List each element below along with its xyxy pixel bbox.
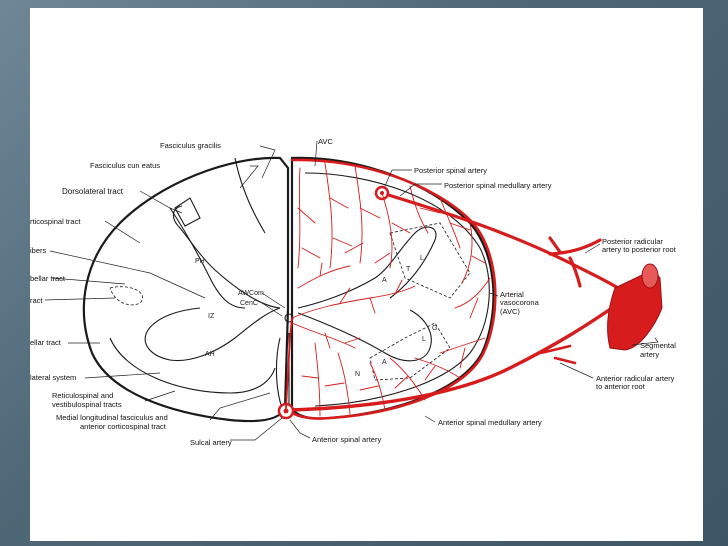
label-n-lower: N xyxy=(355,371,360,378)
posterior-spinal-medullary-artery xyxy=(382,193,618,288)
label-lateral-system: lateral system xyxy=(30,373,76,382)
anterior-fissure-left xyxy=(276,338,282,408)
label-segmental-1: Segmental xyxy=(640,341,676,350)
tract-dash-right-upper xyxy=(390,223,470,298)
label-cerebellar-tract-2: ellar tract xyxy=(30,338,62,347)
label-a-lower: A xyxy=(382,359,387,366)
label-avc-top: AVC xyxy=(318,137,333,146)
label-awcom: AWCom xyxy=(238,290,264,297)
gray-matter-right xyxy=(298,227,436,361)
label-medial-longitudinal: Medial longitudinal fasciculus and xyxy=(56,413,168,422)
label-fasciculus-cuneatus: Fasciculus cun eatus xyxy=(90,161,160,170)
label-anterior-spinal-medullary-artery: Anterior spinal medullary artery xyxy=(438,418,542,427)
label-fibers: ibers xyxy=(30,246,47,255)
label-iz: IZ xyxy=(208,313,215,320)
label-arterial-2: vasocorona xyxy=(500,298,540,307)
vasocorona-ring xyxy=(288,160,495,419)
tract-dash-left xyxy=(110,287,143,305)
label-corticospinal-tract: rticospinal tract xyxy=(30,217,81,226)
label-posterior-radicular-2: artery to posterior root xyxy=(602,245,677,254)
label-arterial-3: (AVC) xyxy=(500,307,520,316)
diagram-labels: Fasciculus gracilis Fasciculus cun eatus… xyxy=(30,137,677,447)
label-ph: PH xyxy=(195,258,205,265)
label-l-upper: L xyxy=(420,255,424,262)
label-tract: ract xyxy=(30,296,43,305)
label-a-upper: A xyxy=(382,277,387,284)
segmental-artery-opening xyxy=(642,264,658,288)
fasciculus-boundary xyxy=(235,158,265,233)
label-ah: AH xyxy=(205,351,215,358)
label-vestibulospinal: vestibulospinal tracts xyxy=(52,400,122,409)
label-sulcal-artery: Sulcal artery xyxy=(190,438,232,447)
label-cerebellar-tract-1: bellar tract xyxy=(30,274,66,283)
spinal-cord-diagram: Fasciculus gracilis Fasciculus cun eatus… xyxy=(30,8,703,541)
label-anterior-corticospinal: anterior corticospinal tract xyxy=(80,422,167,431)
dorsal-horn-left xyxy=(170,208,245,308)
slide-canvas: Fasciculus gracilis Fasciculus cun eatus… xyxy=(30,8,703,541)
label-g-lower: G xyxy=(432,325,437,332)
anterior-spinal-medullary-artery xyxy=(288,306,615,410)
posterior-radicular-artery xyxy=(550,238,600,286)
label-reticulospinal: Reticulospinal and xyxy=(52,391,113,400)
label-dorsolateral-tract: Dorsolateral tract xyxy=(62,187,124,196)
label-l-lower: L xyxy=(422,336,426,343)
label-t-upper: T xyxy=(406,266,411,273)
label-cenc: CenC xyxy=(240,300,258,307)
label-posterior-spinal-artery: Posterior spinal artery xyxy=(414,166,487,175)
label-anterior-spinal-artery: Anterior spinal artery xyxy=(312,435,381,444)
ventral-horn-left xyxy=(110,338,275,393)
label-posterior-spinal-medullary-artery: Posterior spinal medullary artery xyxy=(444,181,552,190)
label-anterior-radicular-2: to anterior root xyxy=(596,382,646,391)
label-fasciculus-gracilis: Fasciculus gracilis xyxy=(160,141,221,150)
label-segmental-2: artery xyxy=(640,350,659,359)
